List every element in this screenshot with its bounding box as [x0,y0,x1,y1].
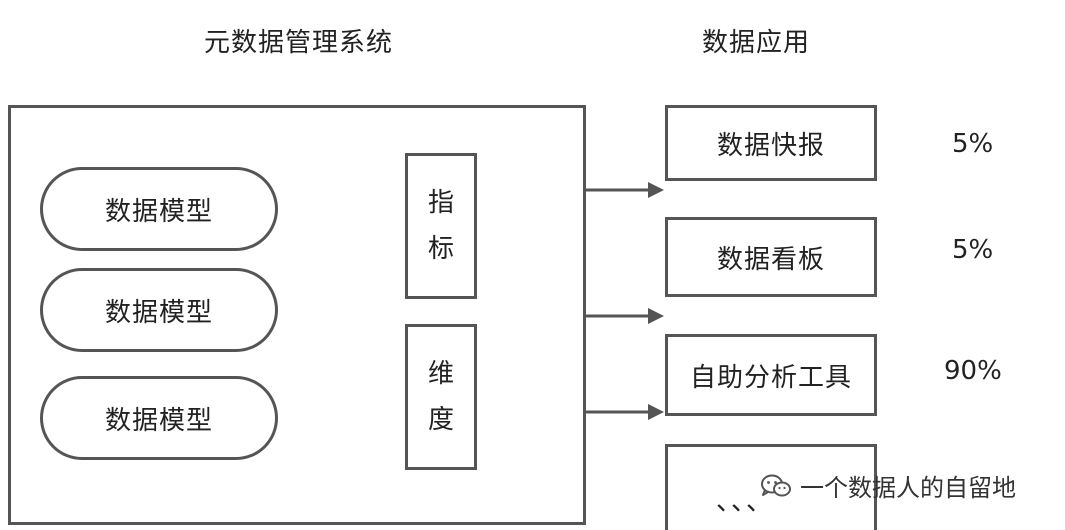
data-model-pill-1: 数据模型 [40,167,278,251]
watermark-text: 一个数据人的自留地 [800,474,1016,502]
indicator-box: 指 标 [405,153,477,299]
app-box-self-service-tool: 自助分析工具 [665,334,877,416]
percent-self-service-tool: 90% [944,356,1002,386]
dimension-box: 维 度 [405,324,477,470]
data-model-pill-3: 数据模型 [40,376,278,460]
indicator-char-2: 标 [427,234,454,264]
arrowhead-self-service-tool [648,404,664,420]
wechat-icon [761,474,791,496]
app-box-data-express: 数据快报 [665,105,877,181]
app-box-data-dashboard: 数据看板 [665,217,877,297]
right-title: 数据应用 [702,28,811,58]
watermark: 一个数据人的自留地 [760,468,1016,503]
arrowhead-data-dashboard [648,308,664,324]
percent-data-dashboard: 5% [952,235,994,265]
app-more-ellipsis: 、、、 [716,487,775,517]
arrowhead-data-express [648,182,664,198]
dimension-char-2: 度 [427,405,454,435]
dimension-char-1: 维 [427,359,454,389]
indicator-char-1: 指 [427,188,454,218]
app-box-more: 、、、 [665,444,877,530]
data-model-pill-2: 数据模型 [40,268,278,352]
percent-data-express: 5% [952,129,994,159]
left-title: 元数据管理系统 [204,28,394,58]
